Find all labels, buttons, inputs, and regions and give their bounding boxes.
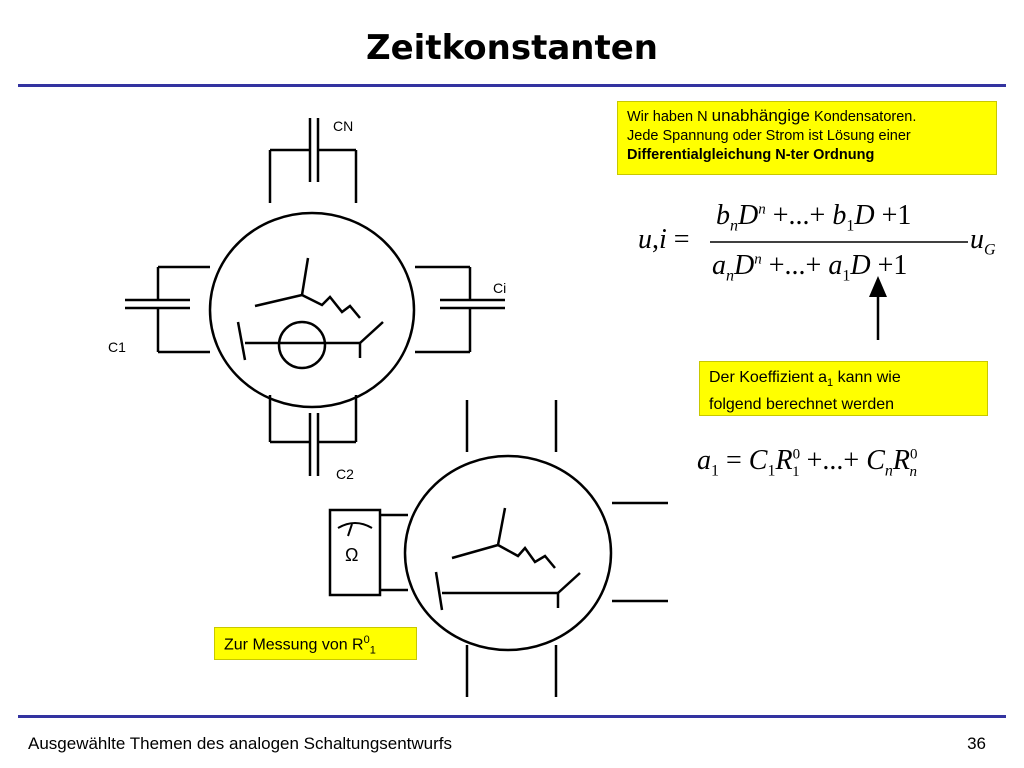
box2-line1-post: kann wie xyxy=(833,369,901,386)
capacitor-c1 xyxy=(125,265,210,354)
box1-line2: Jede Spannung oder Strom ist Lösung eine… xyxy=(627,128,911,144)
box1-line1-emph: unabhängige xyxy=(711,106,810,125)
box3-sub: 1 xyxy=(369,644,376,657)
circuit-internals-top xyxy=(236,257,384,370)
measurement-circuit xyxy=(328,400,668,697)
label-c2: C2 xyxy=(336,466,354,482)
box3-sup: 0 xyxy=(363,634,370,646)
box1-line1-pre: Wir haben N xyxy=(627,109,712,125)
label-cn: CN xyxy=(333,118,354,134)
footer-title: Ausgewählte Themen des analogen Schaltun… xyxy=(28,734,453,753)
box1-line1-post: Kondensatoren. xyxy=(809,109,917,125)
box2-line1-pre: Der Koeffizient a xyxy=(709,369,827,386)
page-number: 36 xyxy=(967,734,986,753)
callout-measurement: Zur Messung von R01 xyxy=(214,627,417,660)
box2-line1-sub: 1 xyxy=(827,377,834,390)
circuit-block-top xyxy=(208,211,416,409)
label-ci: Ci xyxy=(493,280,507,296)
callout-n-capacitors: Wir haben N unabhängige Kondensatoren. J… xyxy=(617,101,997,175)
title-divider xyxy=(18,84,1006,87)
box2-line2: folgend berechnet werden xyxy=(709,396,895,414)
formula-coefficient: a1 = C1R01 +...+ CnR0n xyxy=(697,445,918,480)
arrow-head xyxy=(869,276,887,297)
capacitor-ci xyxy=(415,265,505,354)
capacitor-c2 xyxy=(268,395,358,476)
label-c1: C1 xyxy=(108,339,126,355)
footer-divider xyxy=(18,715,1006,718)
box3-text: Zur Messung von R xyxy=(224,636,364,654)
capacitor-cn xyxy=(268,118,358,203)
box1-line3: Differentialgleichung N-ter Ordnung xyxy=(627,147,875,163)
ohmmeter-symbol: Ω xyxy=(345,545,359,565)
callout-coefficient: Der Koeffizient a1 kann wie folgend bere… xyxy=(699,361,988,416)
page-title: Zeitkonstanten xyxy=(365,28,659,68)
circuit-block-bottom xyxy=(403,454,613,652)
